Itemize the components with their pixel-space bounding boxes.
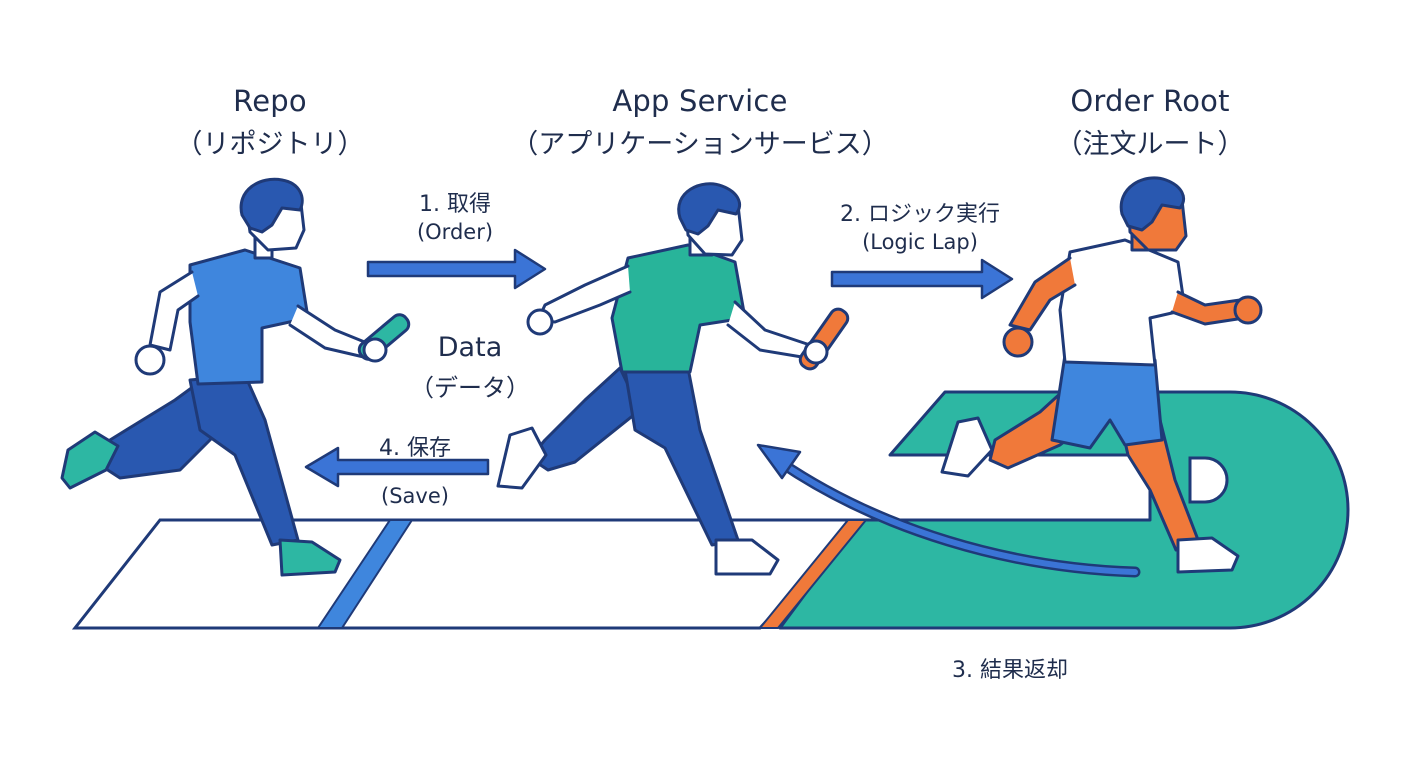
orange-line xyxy=(757,519,869,629)
root-hair xyxy=(1119,176,1185,232)
step-logic-label: 2. ロジック実行 xyxy=(840,202,1000,227)
app-front-shoe xyxy=(714,538,780,576)
repo-title: Repo xyxy=(233,84,307,118)
step-get-label: 1. 取得 xyxy=(419,192,491,217)
arrow-logic xyxy=(830,258,1014,300)
repo-hair xyxy=(239,177,304,234)
arrows xyxy=(304,248,1141,578)
repo-front-shoe xyxy=(278,538,342,577)
arrow-save xyxy=(304,446,490,488)
root-subtitle: （注文ルート） xyxy=(1055,129,1245,160)
baton-sublabel: （データ） xyxy=(410,374,530,402)
curve-inner xyxy=(1188,456,1229,504)
handoff-line xyxy=(316,519,414,629)
arrow-get xyxy=(366,248,547,290)
app-hair xyxy=(677,182,741,236)
app-subtitle: （アプリケーションサービス） xyxy=(511,129,889,160)
step-logic-sub: (Logic Lap) xyxy=(862,230,978,254)
arrow-result-head xyxy=(756,443,802,480)
step-save-sub: (Save) xyxy=(381,484,449,508)
runner-root xyxy=(940,176,1263,574)
root-back-shoe xyxy=(940,416,994,478)
app-back-shoe xyxy=(496,426,548,490)
runner-app xyxy=(496,182,850,576)
step-get-sub: (Order) xyxy=(416,220,494,244)
baton-orange xyxy=(798,307,850,371)
root-title: Order Root xyxy=(1070,84,1230,118)
app-title: App Service xyxy=(612,84,788,118)
repo-back-shoe xyxy=(60,430,120,490)
step-save-label: 4. 保存 xyxy=(379,436,451,461)
root-front-shoe xyxy=(1176,536,1240,574)
step-result-label: 3. 結果返却 xyxy=(952,658,1068,683)
repo-subtitle: （リポジトリ） xyxy=(175,129,365,160)
runner-repo xyxy=(60,177,411,577)
baton-label: Data xyxy=(437,332,503,363)
